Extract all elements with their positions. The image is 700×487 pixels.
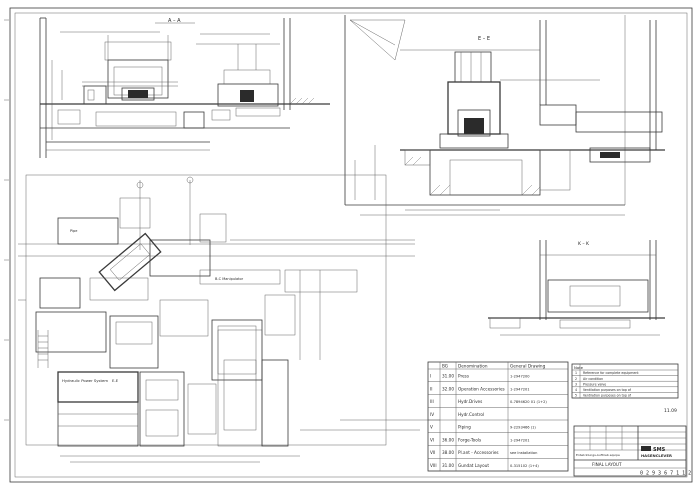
bom-row-drawing: 0-315102 (1+4) bbox=[510, 464, 539, 468]
company-logo-mark bbox=[641, 446, 651, 451]
bom-row-drawing: see Installation bbox=[510, 451, 537, 455]
bom-row-num: V bbox=[430, 425, 433, 430]
bom-row-num: I bbox=[430, 374, 431, 379]
bom-row-denomination: Hydr.Control bbox=[458, 412, 484, 417]
bom-row-denomination: Gundat Layout bbox=[458, 463, 489, 468]
note-number: 1 bbox=[575, 371, 577, 375]
note-number: 2 bbox=[575, 377, 577, 381]
bom-row-pos: 36.00 bbox=[442, 437, 454, 442]
bom-row-pos: 38.00 bbox=[442, 450, 454, 455]
bom-row-denomination: Pl.ant - Accessories bbox=[458, 450, 499, 455]
bom-row-num: VII bbox=[430, 450, 435, 455]
company-name: HASENCLEVER bbox=[641, 453, 672, 458]
revision-stamp: 11.09 bbox=[664, 408, 677, 414]
elevation-view-ee: E – E bbox=[344, 15, 665, 216]
bom-table: BG Denomination General Drawing I 31.00 Pr… bbox=[427, 361, 569, 472]
title-block: 11.09 SMS HASENCLEVER Entwicklungs-Auftr… bbox=[573, 408, 691, 477]
bom-row-num: IV bbox=[430, 412, 434, 417]
note-text: Reference for complete equipment bbox=[583, 371, 639, 375]
plan-pipe-label: Pipe bbox=[70, 229, 77, 233]
note-number: 5 bbox=[575, 394, 577, 398]
bom-row-drawing: 0-7894620 01 (1+2) bbox=[510, 400, 547, 404]
note-text: Ventilation purposes on top of bbox=[583, 394, 632, 398]
bom-header-denomination: Denomination bbox=[458, 364, 488, 369]
bom-row-drawing: 1-2947201 bbox=[510, 438, 530, 442]
plan-view: Pipe B-C Manipulator Hydraulic Power Sys… bbox=[18, 174, 440, 463]
bom-row-drawing: 1-2947200 bbox=[510, 375, 530, 379]
left-margin-ticks bbox=[4, 19, 9, 421]
bom-row-denomination: Hydr.Drives bbox=[458, 399, 482, 404]
sheet-outer-border bbox=[9, 7, 693, 483]
bom-row-num: VI bbox=[430, 437, 434, 442]
elevation-ee-label: E – E bbox=[478, 36, 490, 42]
hydraulic-label: Hydraulic Power System bbox=[62, 378, 108, 383]
note-text: Pressure valve bbox=[583, 382, 606, 386]
bom-row-drawing: 9-2293466 (1) bbox=[510, 426, 536, 430]
bom-row-num: II bbox=[430, 386, 432, 391]
bom-row-num: VIII bbox=[430, 463, 437, 468]
drawing-number: 0 2 9 3 6 7 1 1 2 bbox=[640, 471, 691, 477]
bom-row-denomination: Piping bbox=[458, 425, 471, 430]
note-number: 3 bbox=[575, 382, 577, 386]
bom-row-denomination: Press bbox=[458, 374, 469, 379]
sheet-inner-border bbox=[14, 12, 688, 478]
note-text: Ventilation purposes on top of bbox=[583, 388, 632, 392]
note-text: Air condition bbox=[583, 377, 603, 381]
bom-row-pos: 31.00 bbox=[442, 374, 454, 379]
title-block-subtitle: Entwicklungs-Auftrieb equipe bbox=[576, 453, 620, 457]
plan-misc-label: B-C Manipulator bbox=[215, 277, 244, 281]
drawing-title: FINAL LAYOUT bbox=[592, 462, 622, 467]
bom-row-drawing: 1-2947201 bbox=[510, 387, 530, 391]
elevation-aa-label: A – A bbox=[168, 18, 181, 24]
bom-header-pos: BG bbox=[442, 364, 448, 369]
bom-row-denomination: Operation Accessories bbox=[458, 386, 505, 391]
bom-row-num: III bbox=[430, 399, 434, 404]
bom-row-pos: 32.00 bbox=[442, 386, 454, 391]
bom-row-pos: 31.00 bbox=[442, 463, 454, 468]
bom-header-drawing: General Drawing bbox=[510, 364, 546, 369]
section-label: E-E bbox=[112, 378, 119, 383]
detail-kk-label: K – K bbox=[578, 241, 590, 247]
detail-view-kk: K – K bbox=[488, 240, 665, 336]
notes-rows: 1 Reference for complete equipment 2 Air co… bbox=[572, 371, 678, 399]
notes-table: Note 1 Reference for complete equipment 2 A… bbox=[571, 363, 679, 399]
elevation-view-aa: A – A bbox=[39, 17, 330, 158]
notes-header: Note bbox=[574, 365, 584, 370]
note-number: 4 bbox=[575, 388, 577, 392]
company-brand: SMS bbox=[653, 447, 666, 453]
bom-row-denomination: Forge-Tools bbox=[458, 437, 481, 442]
